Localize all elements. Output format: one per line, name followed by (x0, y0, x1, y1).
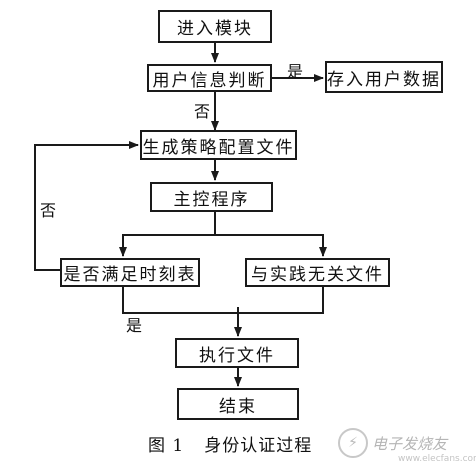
merge-unrelated (238, 287, 324, 314)
node-store-user-data-label: 存入用户数据 (327, 69, 441, 90)
node-unrelated-files: 与实践无关文件 (245, 258, 390, 287)
watermark: ⚡ 电子发烧友 www.elecfans.com (338, 424, 476, 464)
caption-title: 身份认证过程 (204, 436, 313, 456)
branch-to-unrelated (215, 234, 327, 257)
watermark-url: www.elecfans.com (398, 454, 476, 464)
branch-main-split (119, 212, 216, 257)
node-unrelated-files-label: 与实践无关文件 (251, 265, 384, 285)
edge-label-no-gen: 否 (194, 102, 211, 121)
node-end: 结束 (177, 388, 299, 420)
node-execute-file: 执行文件 (175, 338, 299, 368)
watermark-text: 电子发烧友 (372, 434, 448, 453)
node-execute-file-label: 执行文件 (199, 345, 275, 366)
node-enter-module-label: 进入模块 (177, 19, 253, 39)
node-user-info-judge: 用户信息判断 (147, 64, 272, 92)
node-end-label: 结束 (219, 396, 257, 417)
node-store-user-data: 存入用户数据 (325, 61, 443, 93)
edge-label-yes-store: 是 (287, 62, 304, 81)
node-main-program: 主控程序 (150, 182, 273, 212)
figure-caption: 图 1 身份认证过程 (148, 431, 312, 456)
watermark-logo-icon: ⚡ (338, 428, 368, 458)
loop-no-back-to-gen (34, 141, 139, 271)
node-user-info-judge-label: 用户信息判断 (152, 70, 267, 91)
edge-label-yes-execute: 是 (126, 316, 143, 335)
node-check-schedule: 是否满足时刻表 (60, 258, 200, 287)
node-gen-config-label: 生成策略配置文件 (142, 137, 295, 158)
node-check-schedule-label: 是否满足时刻表 (63, 265, 197, 285)
caption-number: 图 1 (148, 436, 185, 456)
node-gen-config: 生成策略配置文件 (140, 130, 297, 160)
node-main-program-label: 主控程序 (173, 189, 250, 210)
edge-label-no-loop: 否 (40, 201, 57, 220)
merge-schedule (122, 287, 238, 314)
node-enter-module: 进入模块 (158, 10, 272, 43)
